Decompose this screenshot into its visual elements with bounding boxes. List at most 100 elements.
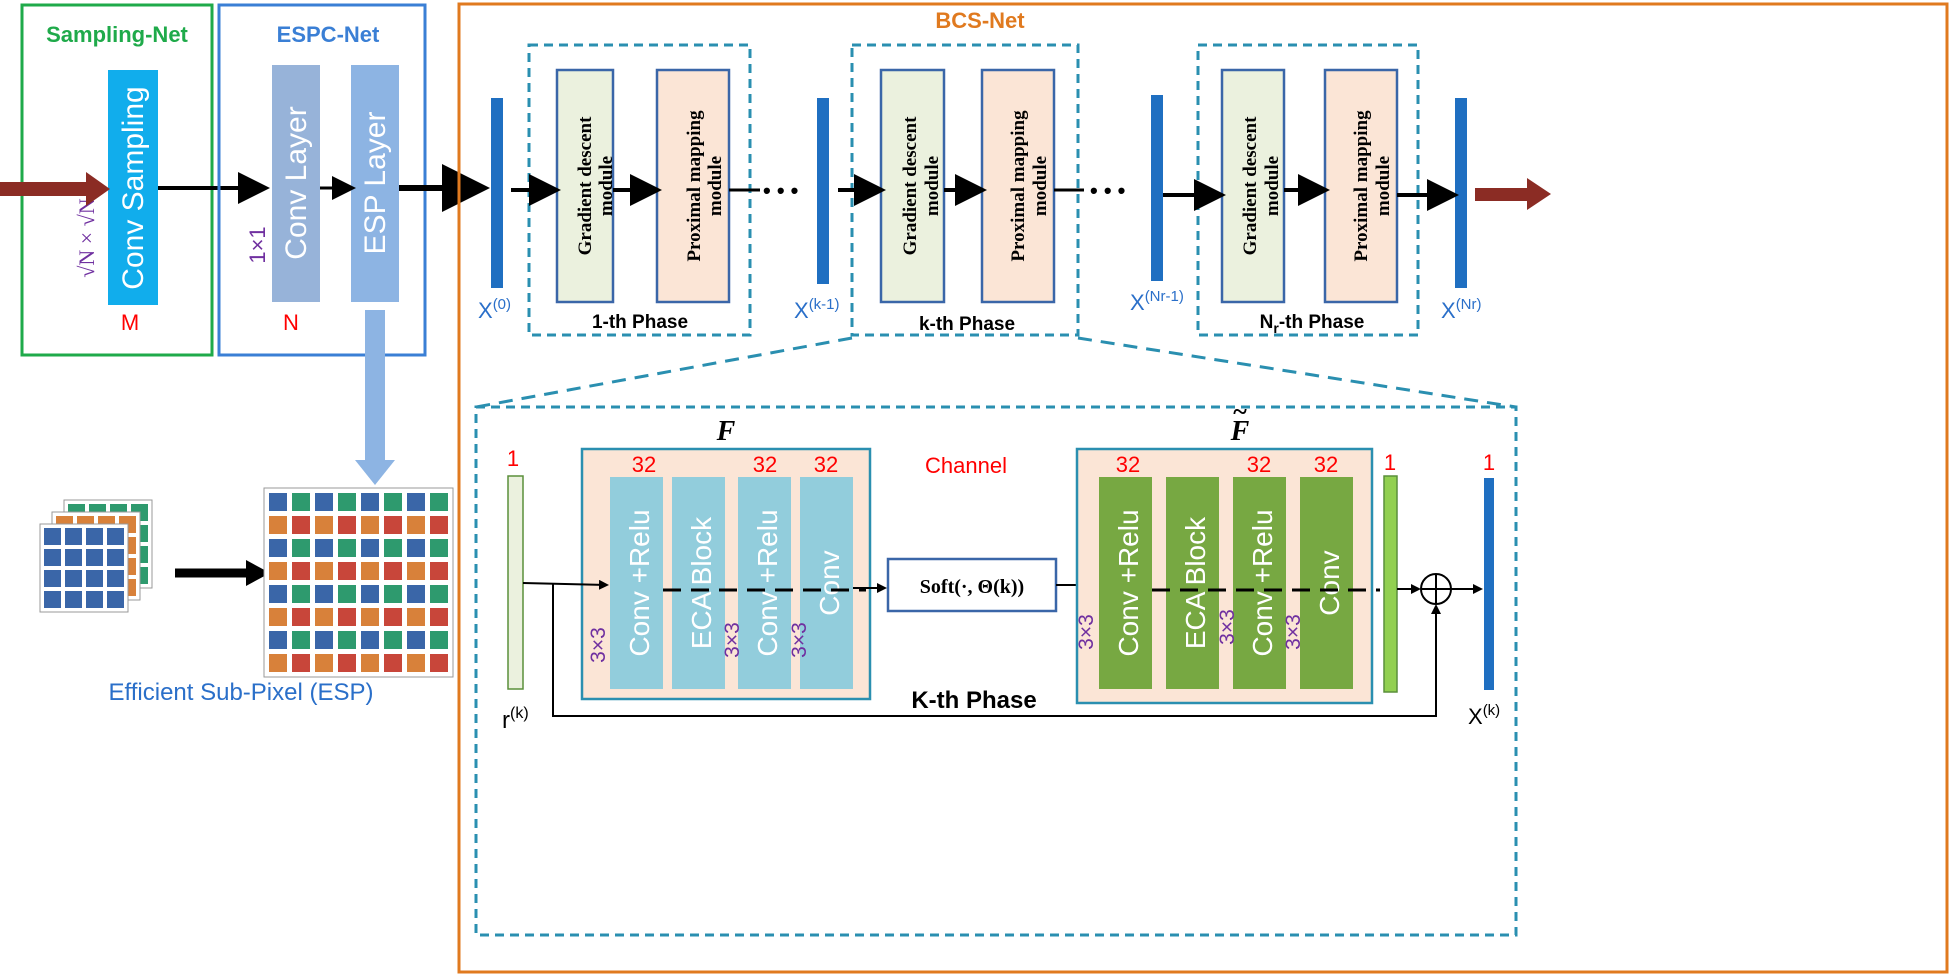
espgrid-cell: [315, 631, 333, 649]
phase-k-pm-line2: module: [1030, 156, 1051, 216]
esp-shuffle-arrow-head: [246, 560, 270, 586]
f-channel-2: 32: [753, 452, 777, 477]
espgrid-cell: [292, 493, 310, 511]
channel-word: Channel: [925, 453, 1007, 478]
conv-layer-label: Conv Layer: [280, 106, 313, 259]
espgrid-cell: [292, 585, 310, 603]
espgrid-cell: [269, 608, 287, 626]
ft-conv-label: Conv: [1314, 550, 1345, 615]
espgrid-cell: [269, 585, 287, 603]
ft-eca-block-label: ECA Block: [1180, 516, 1211, 649]
espgrid-cell: [269, 516, 287, 534]
f-kernel-3: 3×3: [788, 622, 811, 658]
dots-1: • • •: [763, 178, 798, 203]
espgrid-cell: [361, 654, 379, 672]
output-vector-xk: [1484, 478, 1494, 690]
espgrid-cell: [292, 631, 310, 649]
ft-output-vector: [1383, 475, 1398, 693]
f-kernel-2: 3×3: [721, 622, 744, 658]
conv-layer-block: [272, 65, 320, 302]
espgrid-cell: [361, 585, 379, 603]
phase-nr-gradient-descent-module: [1220, 68, 1286, 304]
phase-nr-gd-line1: Gradient descent: [1240, 116, 1261, 255]
phase-k-label: k-th Phase: [919, 314, 1015, 335]
espgrid-cell: [361, 562, 379, 580]
espgrid-cell: [269, 539, 287, 557]
vector-xnr: [1455, 98, 1467, 288]
phase-k: Gradient descent module Proximal mapping…: [850, 43, 1080, 337]
espgrid-cell: [384, 539, 402, 557]
espgrid-cell: [338, 631, 356, 649]
espgrid-cell: [430, 585, 448, 603]
phase-1-pm-line2: module: [705, 156, 726, 216]
esp-layer-block: [351, 65, 399, 302]
phase-1-gradient-descent-module: [555, 68, 615, 304]
bcs-net-title: BCS-Net: [935, 8, 1025, 33]
espgrid-cell: [407, 562, 425, 580]
input-arrow: [0, 172, 110, 206]
vector-x0: [491, 98, 503, 288]
espgrid-cell: [384, 585, 402, 603]
f-symbol: F: [716, 416, 736, 447]
espgrid-cell: [315, 585, 333, 603]
kth-phase-frame: [474, 405, 1518, 937]
stack1-cell: [86, 570, 103, 587]
stack1-cell: [65, 591, 82, 608]
stack1-cell: [107, 549, 124, 566]
ft-kernel-1: 3×3: [1075, 614, 1098, 650]
ft-eca-block: [1166, 477, 1219, 689]
zoom-line-left: [475, 336, 853, 409]
espgrid-cell: [407, 585, 425, 603]
espc-net: ESPC-Net Conv Layer ESP Layer 1×1 N: [217, 3, 427, 357]
phase-nr-gd-line2: module: [1262, 156, 1283, 216]
stack1-cell: [65, 528, 82, 545]
espgrid-cell: [384, 493, 402, 511]
bcs-net: BCS-Net X(0) X(k-1) X(Nr-1) X(Nr) Gradie…: [457, 2, 1949, 974]
esp-down-arrow: [355, 310, 395, 485]
espgrid-cell: [384, 562, 402, 580]
label-xk-1: X(k-1): [794, 296, 840, 323]
espgrid-cell: [430, 654, 448, 672]
espgrid-cell: [430, 539, 448, 557]
ft-channel-3: 32: [1314, 452, 1338, 477]
espgrid-cell: [384, 631, 402, 649]
phase-nr-pm-line1: Proximal mapping: [1351, 110, 1372, 262]
input-vector-rk: [507, 475, 524, 690]
f-conv-label: Conv: [814, 550, 845, 615]
f-conv-relu-2-label: Conv +Relu: [752, 509, 783, 656]
sampling-channel-label: M: [121, 310, 139, 335]
stack1-cell: [86, 591, 103, 608]
espgrid-cell: [407, 493, 425, 511]
espgrid-cell: [361, 608, 379, 626]
sampling-net: Sampling-Net Conv Sampling √N × √N M: [20, 3, 214, 357]
espc-kernel-label: 1×1: [245, 226, 270, 263]
espgrid-cell: [430, 631, 448, 649]
espgrid-cell: [361, 631, 379, 649]
espgrid-cell: [315, 493, 333, 511]
ft-kernel-2: 3×3: [1216, 609, 1239, 645]
ft-conv-relu-1: [1099, 477, 1152, 689]
espgrid-cell: [407, 539, 425, 557]
skip-connection: [552, 583, 1441, 717]
phase-1-gd-line2: module: [596, 156, 617, 216]
espgrid-cell: [315, 562, 333, 580]
stack1-cell: [86, 549, 103, 566]
ft-conv: [1300, 477, 1353, 689]
espgrid-cell: [338, 516, 356, 534]
espgrid-cell: [292, 654, 310, 672]
soft-threshold-block: [886, 557, 1058, 613]
stack1-cell: [86, 528, 103, 545]
esp-illustration: Efficient Sub-Pixel (ESP): [39, 487, 454, 706]
f-eca-block-label: ECA Block: [686, 516, 717, 649]
ft-kernel-3: 3×3: [1282, 614, 1305, 650]
phase-nr-label: Nr-th Phase: [1260, 312, 1365, 336]
vector-xk-1: [817, 98, 829, 284]
arrow-rk-to-f: [522, 579, 609, 590]
stack1-cell: [44, 591, 61, 608]
stack1-cell: [107, 570, 124, 587]
conv-sampling-label: Conv Sampling: [117, 86, 150, 289]
ft-conv-relu-2: [1233, 477, 1286, 689]
espgrid-cell: [384, 654, 402, 672]
phase-1: Gradient descent module Proximal mapping…: [527, 43, 752, 337]
